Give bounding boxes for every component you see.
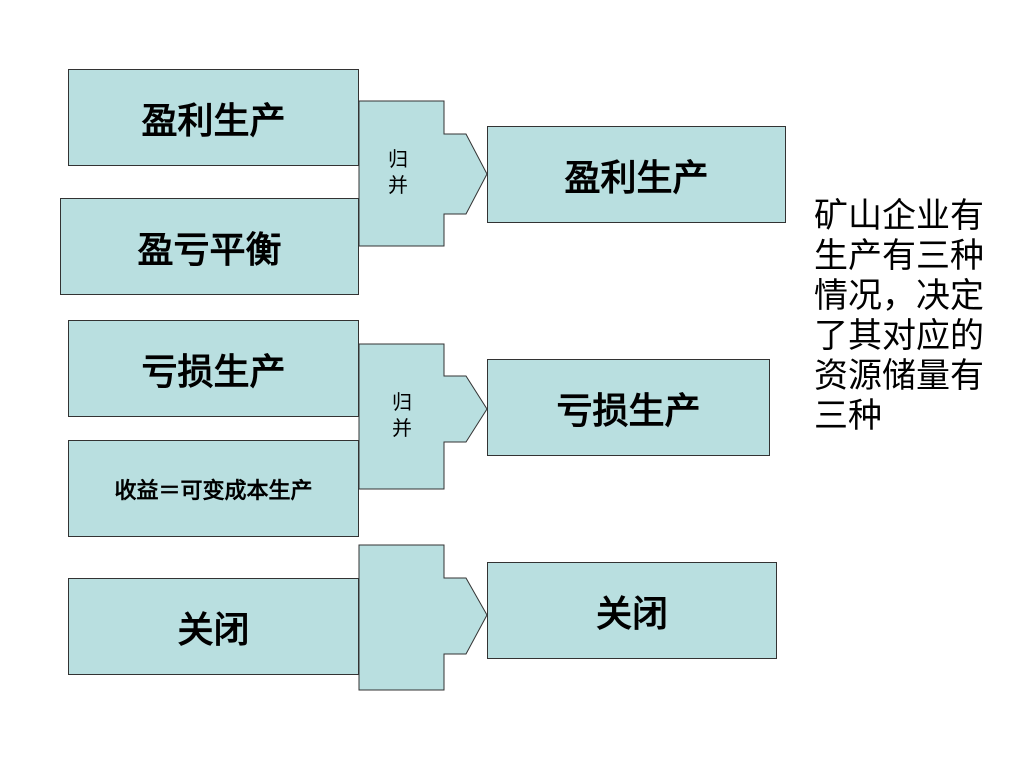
merge-label-2-char-1: 归 xyxy=(392,390,412,414)
box-closure-output: 关闭 xyxy=(487,562,777,659)
box-loss-production-output: 亏损生产 xyxy=(487,359,770,456)
merge-label-2: 归 并 xyxy=(387,389,417,441)
merge-arrow-1 xyxy=(358,100,488,247)
merge-label-1-char-2: 并 xyxy=(388,173,408,197)
merge-arrow-2 xyxy=(358,343,488,490)
merge-label-1-char-1: 归 xyxy=(388,147,408,171)
merge-label-1: 归 并 xyxy=(383,146,413,198)
box-break-even: 盈亏平衡 xyxy=(60,198,359,295)
merge-arrow-3 xyxy=(358,544,488,691)
side-note: 矿山企业有生产有三种情况，决定了其对应的资源储量有三种 xyxy=(814,196,984,436)
box-loss-production-input: 亏损生产 xyxy=(68,320,359,417)
box-profit-production-input: 盈利生产 xyxy=(68,69,359,166)
box-closure-input: 关闭 xyxy=(68,578,359,675)
box-revenue-equals-variable-cost: 收益＝可变成本生产 xyxy=(68,440,359,537)
box-profit-production-output: 盈利生产 xyxy=(487,126,786,223)
merge-label-2-char-2: 并 xyxy=(392,416,412,440)
